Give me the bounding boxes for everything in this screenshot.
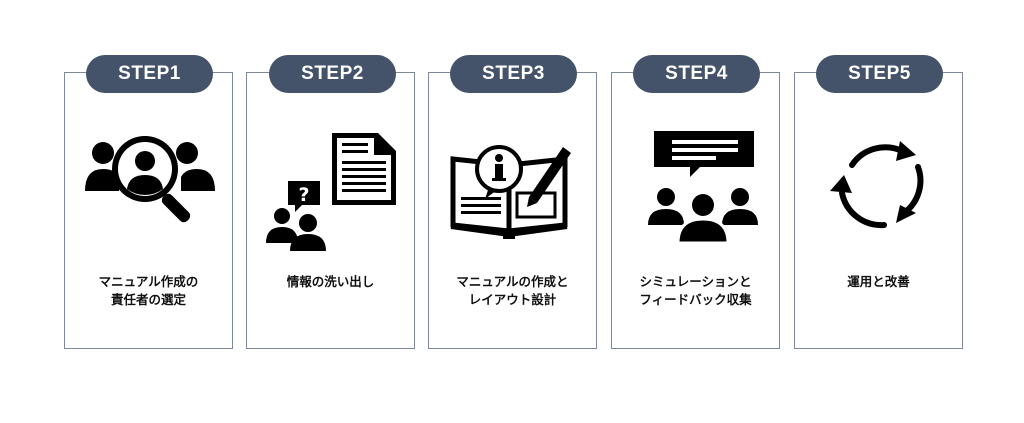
step-label-3: マニュアルの作成と レイアウト設計	[433, 273, 592, 309]
step-badge-4: STEP4	[633, 55, 760, 93]
step-label-line: 運用と改善	[847, 274, 910, 289]
step-label-line: シミュレーションと	[639, 274, 752, 289]
step-badge-2: STEP2	[269, 55, 396, 93]
search-people-icon	[65, 131, 234, 251]
question-document-icon: ?	[247, 131, 416, 251]
step-card-1: マニュアル作成の 責任者の選定	[64, 72, 233, 349]
step-label-line: 責任者の選定	[110, 292, 186, 307]
book-info-pencil-icon	[429, 131, 598, 251]
step-badge-5: STEP5	[816, 55, 943, 93]
step-label-1: マニュアル作成の 責任者の選定	[69, 273, 228, 309]
svg-text:?: ?	[298, 184, 309, 206]
cycle-arrows-icon	[795, 131, 964, 251]
step-card-5: 運用と改善	[794, 72, 963, 349]
step-card-4: シミュレーションと フィードバック収集	[611, 72, 780, 349]
step-label-line: マニュアルの作成と	[456, 274, 569, 289]
step-badge-1: STEP1	[86, 55, 213, 93]
step-card-2: ? 情報の洗い出し	[246, 72, 415, 349]
step-card-3: マニュアルの作成と レイアウト設計	[428, 72, 597, 349]
step-label-line: マニュアル作成の	[98, 274, 199, 289]
step-badge-3: STEP3	[450, 55, 577, 93]
step-label-line: フィードバック収集	[639, 292, 752, 307]
step-label-line: 情報の洗い出し	[286, 274, 375, 289]
step-label-5: 運用と改善	[799, 273, 958, 291]
step-label-4: シミュレーションと フィードバック収集	[616, 273, 775, 309]
step-label-2: 情報の洗い出し	[251, 273, 410, 291]
step-label-line: レイアウト設計	[468, 292, 557, 307]
team-feedback-icon	[612, 131, 781, 251]
